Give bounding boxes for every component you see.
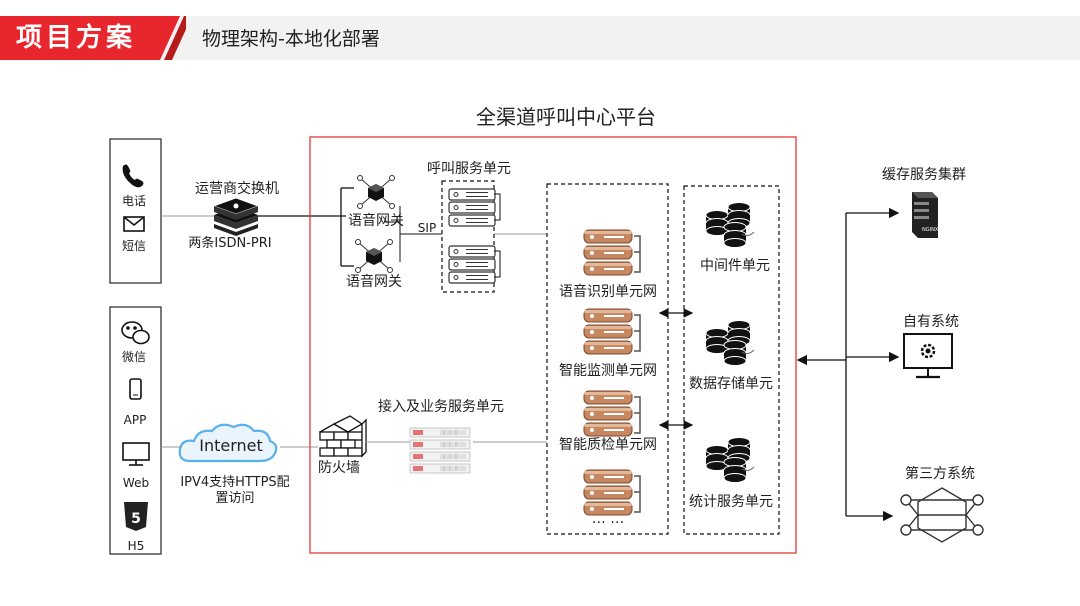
channel-label-web: Web — [122, 476, 150, 490]
gear-monitor-icon — [903, 333, 953, 379]
left-top-box — [109, 138, 162, 284]
db-unit-label-middleware: 中间件单元 — [700, 258, 770, 274]
ai-unit-label-qc: 智能质检单元网 — [559, 437, 657, 453]
voice-gateway-label-1: 语音网关 — [348, 213, 404, 229]
server-icon — [912, 192, 938, 238]
platform-title: 全渠道呼叫中心平台 — [476, 105, 656, 129]
voice-gateway-icon-1 — [357, 175, 395, 209]
platform-box — [309, 136, 797, 554]
sip-label: SIP — [417, 221, 437, 235]
right-system-label-third: 第三方系统 — [905, 466, 975, 482]
carrier-switch-icon — [212, 197, 260, 236]
internet-label: Internet — [199, 436, 263, 455]
channel-label-wechat: 微信 — [121, 350, 147, 364]
ai-units-box — [546, 183, 669, 535]
access-service-servers — [409, 427, 471, 474]
right-system-label-cache: 缓存服务集群 — [882, 167, 966, 183]
nginx-badge: NGINX — [922, 227, 939, 233]
carrier-sublabel: 两条ISDN-PRI — [188, 236, 272, 251]
monitor-icon — [122, 442, 150, 466]
network-icon — [900, 487, 984, 543]
header-red-tab — [0, 16, 186, 60]
db-unit-label-storage: 数据存储单元 — [689, 376, 773, 392]
channel-label-phone: 电话 — [121, 194, 147, 208]
db-units-box — [683, 185, 780, 535]
channel-label-h5: H5 — [127, 539, 145, 553]
voice-gateway-label-2: 语音网关 — [346, 274, 402, 290]
internet-cloud-icon — [178, 423, 278, 463]
carrier-label: 运营商交换机 — [195, 181, 279, 197]
internet-sublabel: IPV4支持HTTPS配置访问 — [180, 475, 290, 506]
voice-gateway-icon-2 — [355, 239, 393, 273]
firewall-icon — [318, 415, 367, 458]
html5-icon: 5 — [124, 502, 148, 531]
db-unit-label-stats: 统计服务单元 — [689, 494, 773, 510]
phone-icon — [122, 164, 144, 188]
ai-unit-label-monitor: 智能监测单元网 — [559, 363, 657, 379]
header-subtitle: 物理架构-本地化部署 — [202, 28, 380, 50]
right-system-label-own: 自有系统 — [903, 314, 959, 330]
call-service-label: 呼叫服务单元 — [427, 161, 511, 177]
ai-unit-more: … … — [591, 511, 625, 527]
channel-label-app: APP — [123, 413, 147, 427]
access-service-label: 接入及业务服务单元 — [378, 399, 504, 415]
header-title: 项目方案 — [16, 23, 137, 53]
channel-label-sms: 短信 — [121, 239, 147, 253]
mail-icon — [123, 216, 145, 232]
svg-text:5: 5 — [131, 511, 141, 527]
ai-unit-label-asr: 语音识别单元网 — [559, 284, 657, 300]
firewall-label: 防火墙 — [318, 460, 360, 476]
mobile-icon — [129, 378, 142, 400]
wechat-icon — [121, 321, 150, 345]
call-service-box — [441, 180, 495, 293]
